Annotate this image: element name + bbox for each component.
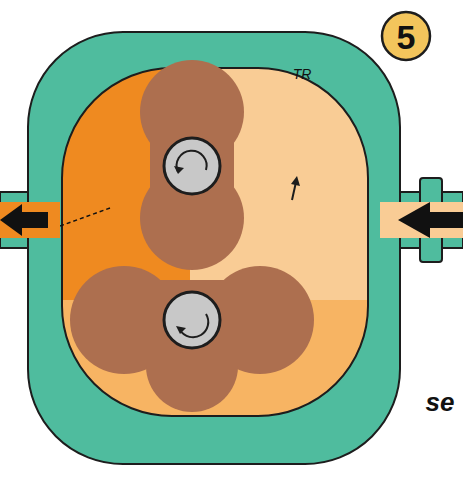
upper-rotor [140,60,244,270]
rotation-arrow [180,314,208,337]
pump-housing [28,32,400,464]
caption-fragment: se [426,389,455,415]
upper-shaft [164,138,220,194]
pump-chamber [62,68,368,416]
lower-rotor [70,266,314,412]
inlet-fluid [380,202,463,238]
callout-number: 5 [397,20,416,54]
callout-circle [382,12,430,60]
outlet-fluid [0,202,70,238]
logo-mark: TR [293,67,312,81]
lower-shaft [164,292,220,348]
inlet-arrow [398,202,463,238]
outlet-arrow [0,204,48,236]
